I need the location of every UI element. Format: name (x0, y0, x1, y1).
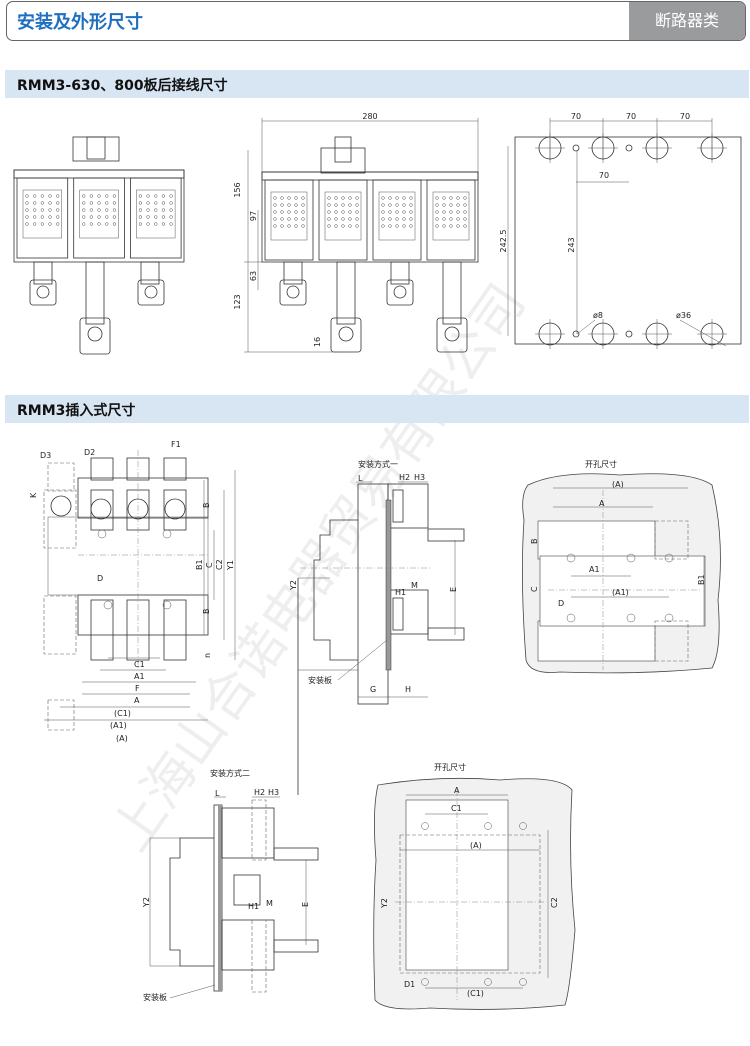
label-A1: A1 (589, 565, 600, 574)
dim-pitch-3: 70 (680, 112, 690, 121)
label-L: L (358, 474, 363, 483)
dim-242-5: 242.5 (499, 230, 508, 253)
label-C1-paren: (C1) (114, 709, 131, 718)
cutout1-title: 开孔尺寸 (585, 459, 617, 469)
label-C: C (530, 586, 539, 592)
label-A: A (134, 696, 140, 705)
label-F1: F1 (171, 440, 181, 449)
section-bar-rear-wiring: RMM3-630、800板后接线尺寸 (5, 70, 749, 98)
label-Y2: Y2 (142, 897, 151, 908)
pole-module (73, 177, 125, 259)
dim-small-pitch: 70 (599, 171, 609, 180)
label-M: M (411, 581, 418, 590)
label-C: C (205, 562, 214, 568)
dim-97: 97 (249, 211, 258, 221)
label-B1: B1 (697, 574, 706, 585)
pole-module (129, 177, 182, 259)
drawing-mount-method-1: 安装方式一 L H2 H3 Y2 E M H1 安装板 G H (289, 459, 465, 795)
page-title: 安装及外形尺寸 (17, 12, 143, 33)
mounting-hole-small (572, 330, 580, 338)
label-A1-paren: (A1) (612, 588, 629, 597)
label-D1: D1 (404, 980, 415, 989)
mounting-hole-small (625, 144, 633, 152)
dim-big-hole: ø36 (676, 311, 691, 320)
mounting-hole-small (572, 144, 580, 152)
label-mount-plate: 安装板 (308, 675, 332, 685)
label-C2: C2 (550, 897, 559, 908)
section-title: RMM3-630、800板后接线尺寸 (17, 78, 228, 94)
label-H2: H2 (399, 473, 410, 482)
dim-16: 16 (313, 337, 322, 347)
category-badge: 断路器类 (629, 2, 745, 40)
label-G: G (370, 685, 376, 694)
label-A: A (599, 499, 605, 508)
page-header: 安装及外形尺寸 断路器类 (6, 1, 746, 41)
label-A-paren: (A) (612, 480, 624, 489)
label-Y2: Y2 (289, 580, 298, 591)
label-A: A (454, 786, 460, 795)
section-bar-plug-in: RMM3插入式尺寸 (5, 395, 749, 423)
dim-pitch-1: 70 (571, 112, 581, 121)
dim-243: 243 (567, 237, 576, 252)
label-H3: H3 (268, 788, 279, 797)
drawing-cutout-2: 开孔尺寸 A C1 (A) Y2 C2 D1 (C1) (373, 762, 576, 1010)
label-B-bottom: B (202, 609, 211, 615)
pole-module (318, 179, 368, 261)
label-A-paren: (A) (116, 734, 128, 743)
label-mount-plate: 安装板 (143, 992, 167, 1002)
mounting-hole-small (625, 330, 633, 338)
label-D: D (558, 599, 564, 608)
label-Y2: Y2 (380, 898, 389, 909)
dim-pitch-2: 70 (626, 112, 636, 121)
label-E: E (449, 587, 458, 592)
label-D2: D2 (84, 448, 95, 457)
dim-156: 156 (233, 182, 242, 197)
label-A-paren: (A) (470, 841, 482, 850)
label-H2: H2 (254, 788, 265, 797)
label-Y1: Y1 (226, 560, 235, 571)
label-H1: H1 (248, 902, 259, 911)
label-n: n (203, 653, 212, 658)
label-H: H (405, 685, 411, 694)
label-C1: C1 (134, 660, 145, 669)
drawing-4pole-front: 280 156 97 63 123 16 (233, 112, 479, 353)
dim-width: 280 (362, 112, 377, 121)
pole-module (426, 179, 476, 261)
label-D3: D3 (40, 451, 51, 460)
section-title: RMM3插入式尺寸 (17, 403, 136, 419)
label-H3: H3 (414, 473, 425, 482)
mount2-title: 安装方式二 (210, 768, 250, 778)
label-C1-paren: (C1) (467, 989, 484, 998)
drawing-plugin-front: D3 D2 F1 K B B1 C C2 Y1 D B n C1 A1 F A … (29, 440, 236, 743)
label-B: B (530, 539, 539, 545)
label-H1: H1 (395, 588, 406, 597)
mount1-title: 安装方式一 (358, 459, 398, 469)
label-B1: B1 (195, 559, 204, 570)
label-K: K (29, 492, 38, 498)
drawing-mount-method-2: 安装方式二 L H2 H3 Y2 E M H1 安装板 (142, 768, 319, 1002)
label-A1-paren: (A1) (110, 721, 127, 730)
label-C1: C1 (451, 804, 462, 813)
pole-module (16, 177, 69, 259)
cutout2-title: 开孔尺寸 (434, 762, 466, 772)
label-E: E (301, 902, 310, 907)
dim-small-hole: ø8 (593, 311, 603, 320)
drawing-plate-holes: 70 70 70 70 242.5 243 ø8 ø36 (499, 112, 742, 349)
label-D: D (97, 574, 103, 583)
label-L: L (215, 789, 220, 798)
label-M: M (266, 899, 273, 908)
dim-123: 123 (233, 294, 242, 309)
pole-module (372, 179, 422, 261)
drawing-3pole-front (13, 136, 185, 355)
label-A1: A1 (134, 672, 145, 681)
pole-module (264, 179, 314, 261)
drawing-cutout-1: 开孔尺寸 (A) A B C A1 (A1) B1 D (522, 459, 721, 674)
label-B-top: B (202, 503, 211, 509)
label-F: F (135, 684, 140, 693)
label-C2: C2 (215, 559, 224, 570)
dim-63: 63 (249, 271, 258, 281)
